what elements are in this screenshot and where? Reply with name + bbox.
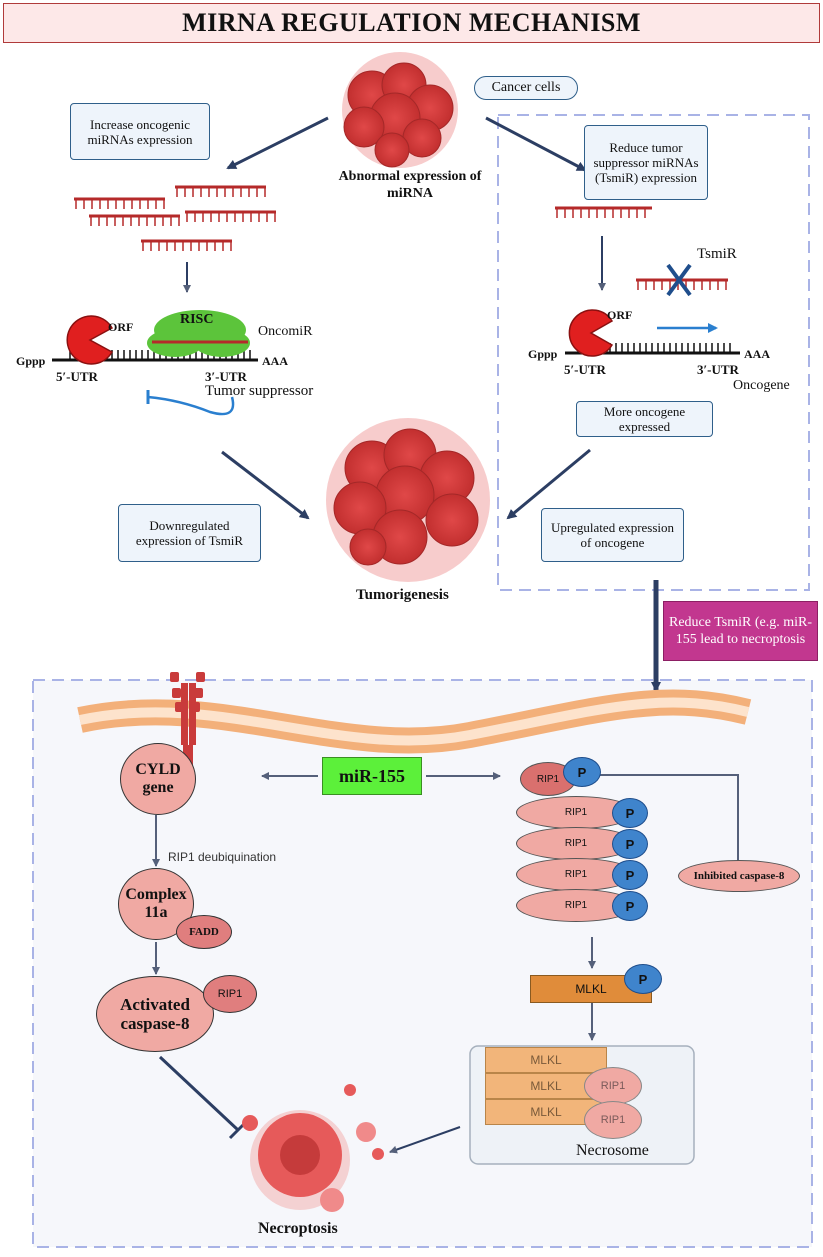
rip1-s4-text: RIP1 [564,900,588,911]
tumor-suppressor-label: Tumor suppressor [205,383,314,399]
rip1-top-text: RIP1 [536,773,560,785]
mir155-box: miR-155 [322,757,422,795]
utr5-label-right: 5′-UTR [564,362,606,377]
gppp-label-left: Gppp [16,354,46,368]
downregulated-box: Downregulated expression of TsmiR [118,504,261,562]
gppp-label-right: Gppp [528,347,558,361]
tumor-cluster [326,418,490,582]
mir155-text: miR-155 [339,765,405,786]
utr5-label-left: 5′-UTR [56,369,98,384]
more-oncogene-box: More oncogene expressed [576,401,713,437]
p-stack-2: P [612,829,648,859]
risc-label: RISC [180,312,214,327]
necrosome-rip1-1: RIP1 [584,1067,642,1105]
utr3-label-left: 3′-UTR [205,369,247,384]
nec-rip1-2-text: RIP1 [600,1114,626,1126]
reduce-box-text: Reduce tumor suppressor miRNAs (TsmiR) e… [593,140,699,185]
fadd-oval: FADD [176,915,232,949]
p-stack-3: P [612,860,648,890]
tsmir-label: TsmiR [697,246,737,262]
nec-rip1-1-text: RIP1 [600,1080,626,1092]
nec-mlkl-2-text: MLKL [530,1079,562,1093]
tumorigenesis-label: Tumorigenesis [356,587,449,603]
fadd-text: FADD [189,926,219,938]
inhibited-text: Inhibited caspase-8 [693,870,785,882]
abnormal-expression-text: Abnormal expression of miRNA [338,169,482,201]
necrosome-label: Necrosome [576,1142,649,1159]
p-top: P [563,757,601,787]
cyld-gene: CYLD gene [120,743,196,815]
orf-shape-right [568,309,614,357]
rip1-oval-caspase: RIP1 [203,975,257,1013]
rip1-s3-text: RIP1 [564,869,588,880]
orf-shape-left [66,315,114,365]
reduce-tsmir-text: Reduce TsmiR (e.g. miR-155 lead to necro… [668,615,813,647]
oncomir-strands [74,185,276,243]
cancer-cells-label: Cancer cells [474,76,578,100]
orf-label-right: ORF [607,308,633,322]
orf-label-left: ORF [108,320,134,334]
upregulated-text: Upregulated expression of oncogene [550,520,675,550]
increase-box-text: Increase oncogenic miRNAs expression [87,116,193,147]
p-s2-text: P [625,836,635,852]
reduce-tumor-suppressor-box: Reduce tumor suppressor miRNAs (TsmiR) e… [584,125,708,200]
p-mlkl-text: P [638,971,648,987]
utr3-label-right: 3′-UTR [697,362,739,377]
p-s1-text: P [625,805,635,821]
rip1-s2-text: RIP1 [564,838,588,849]
necroptosis-label: Necroptosis [258,1220,338,1237]
necrosome-mlkl-1: MLKL [485,1047,607,1073]
oncogene-label: Oncogene [733,378,790,393]
increase-oncogenic-box: Increase oncogenic miRNAs expression [70,103,210,160]
reduce-tsmir-box: Reduce TsmiR (e.g. miR-155 lead to necro… [663,601,818,661]
rip1-text: RIP1 [217,988,243,1000]
cancer-cell-cluster-top [342,52,458,168]
risc-complex [147,310,250,357]
complex-text: Complex 11a [125,886,187,921]
nec-mlkl-1-text: MLKL [530,1053,562,1067]
mlkl-text: MLKL [575,982,607,996]
cancer-cells-text: Cancer cells [491,80,561,95]
p-stack-1: P [612,798,648,828]
downregulated-text: Downregulated expression of TsmiR [135,518,244,548]
aaa-label-right: AAA [744,347,770,361]
necroptosis-cell [242,1084,384,1212]
rip1-deub-label: RIP1 deubiquination [168,850,277,864]
p-stack-4: P [612,891,648,921]
oncomir-label: OncomiR [258,324,313,339]
p-top-text: P [577,764,587,780]
page-title: MIRNA REGULATION MECHANISM [3,3,820,43]
abnormal-expression-label: Abnormal expression of miRNA [330,168,490,202]
necrosome-rip1-2: RIP1 [584,1101,642,1139]
inhibited-caspase8: Inhibited caspase-8 [678,860,800,892]
aaa-label-left: AAA [262,354,288,368]
rip1-top: RIP1 [520,762,576,796]
p-s3-text: P [625,867,635,883]
more-oncogene-text: More oncogene expressed [603,404,686,434]
p-s4-text: P [625,898,635,914]
activated-text: Activated caspase-8 [120,995,190,1033]
cyld-text: CYLD gene [135,761,181,796]
upregulated-box: Upregulated expression of oncogene [541,508,684,562]
p-mlkl: P [624,964,662,994]
rip1-s1-text: RIP1 [564,807,588,818]
nec-mlkl-3-text: MLKL [530,1105,562,1119]
activated-caspase8: Activated caspase-8 [96,976,214,1052]
